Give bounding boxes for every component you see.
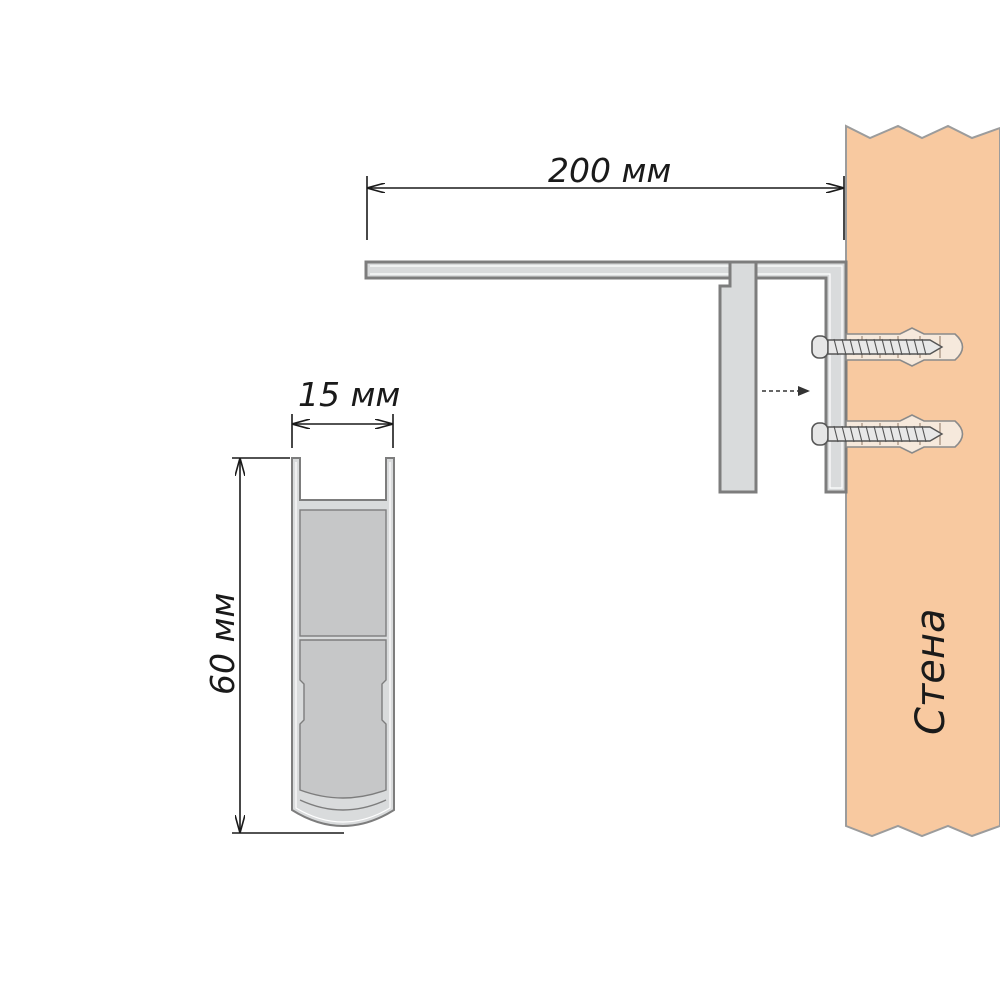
profile-insert-bottom — [299, 639, 387, 799]
wall: Стена — [845, 124, 1000, 838]
fastener-bottom — [811, 414, 964, 454]
profile-bottom-curve — [299, 799, 387, 811]
wall-bracket — [364, 260, 848, 494]
dimension-label-200: 200 мм — [548, 151, 671, 190]
dimension-15: 15 мм — [291, 375, 400, 448]
dimension-label-15: 15 мм — [298, 375, 400, 414]
dimension-200: 200 мм — [366, 151, 845, 240]
bracket-inner-edge — [370, 265, 843, 489]
hanging-clip — [718, 260, 758, 494]
dimension-60: 60 мм — [203, 457, 344, 834]
wall-body — [845, 124, 1000, 838]
clip-profile — [718, 260, 758, 494]
profile-inner-wall — [295, 462, 391, 823]
fastener-top — [811, 327, 964, 367]
screw-icon — [811, 422, 944, 446]
dimension-label-60: 60 мм — [203, 593, 242, 695]
screw-icon — [811, 335, 944, 359]
wall-label: Стена — [908, 608, 954, 735]
bracket-profile — [364, 260, 848, 494]
profile-cross-section — [291, 457, 395, 827]
profile-insert-top — [299, 509, 387, 637]
